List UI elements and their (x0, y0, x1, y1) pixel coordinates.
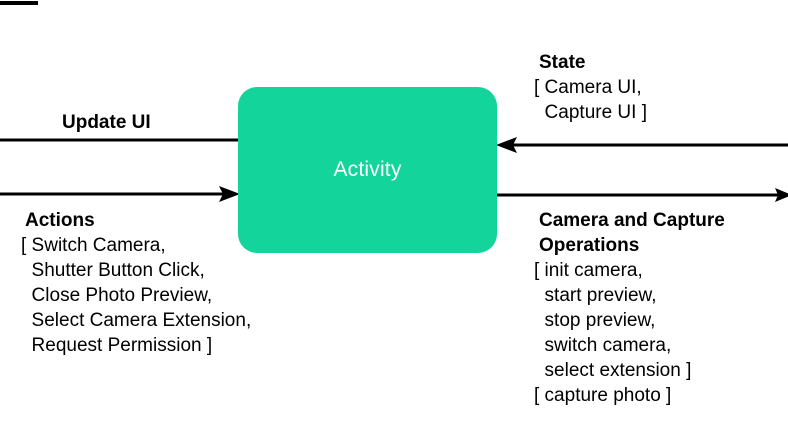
actions-arrowhead (219, 186, 240, 202)
operations-list: [ init camera, start preview, stop previ… (534, 260, 692, 406)
actions-label: Actions (25, 210, 95, 231)
operations-label: Camera and Capture Operations (539, 210, 725, 256)
state-arrowhead (496, 137, 517, 153)
actions-list: [ Switch Camera, Shutter Button Click, C… (21, 235, 252, 356)
state-list: [ Camera UI, Capture UI ] (534, 77, 647, 123)
update-ui-label: Update UI (62, 112, 151, 133)
activity-node[interactable]: Activity (238, 87, 497, 253)
operations-arrowhead (775, 188, 788, 202)
state-label: State (539, 52, 586, 73)
activity-node-label: Activity (333, 158, 402, 181)
